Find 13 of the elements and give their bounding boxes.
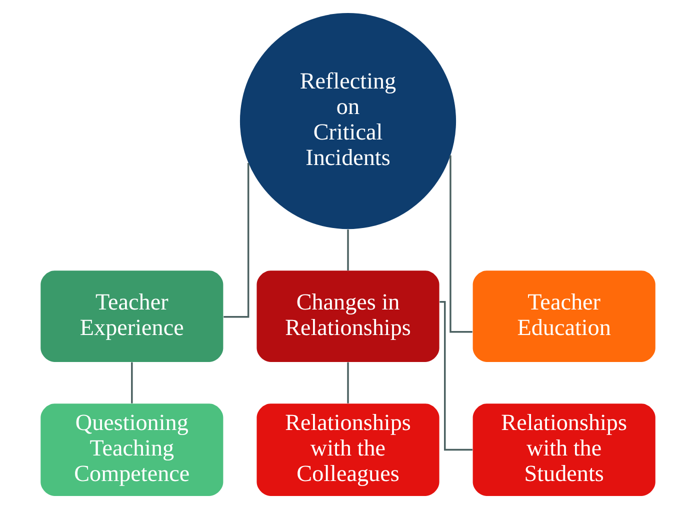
connector — [347, 362, 349, 404]
node-box: Relationships with the Colleagues — [256, 404, 440, 496]
node-box: Teacher Education — [472, 270, 656, 362]
node-box: Changes in Relationships — [256, 270, 440, 362]
node-box: Teacher Experience — [40, 270, 224, 362]
node-circle: Reflecting on Critical Incidents — [240, 13, 456, 230]
connector — [440, 301, 473, 451]
node-box: Questioning Teaching Competence — [40, 404, 224, 496]
node-box: Relationships with the Students — [472, 404, 656, 496]
connector — [131, 362, 133, 404]
connector — [347, 230, 349, 270]
connector — [450, 155, 472, 333]
connector — [224, 163, 250, 318]
